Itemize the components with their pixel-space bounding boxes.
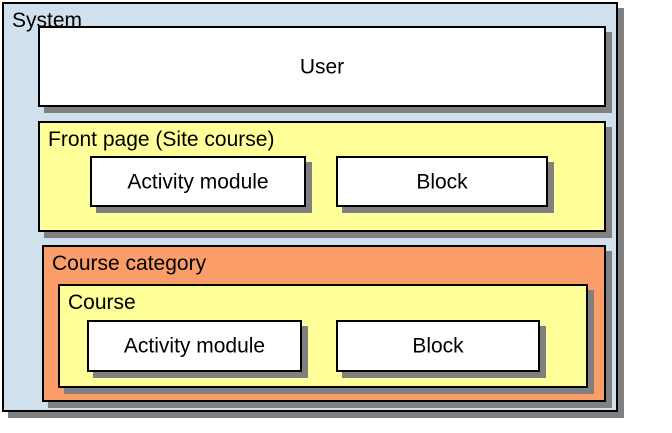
front-page-activity-module-label: Activity module: [127, 170, 269, 193]
system-label: System: [12, 9, 83, 32]
course-activity-module-label: Activity module: [123, 334, 266, 358]
user-label: User: [299, 55, 345, 78]
user-box: User: [38, 26, 606, 107]
front-page-label: Front page (Site course): [48, 128, 275, 151]
front-page-block-label: Block: [416, 170, 468, 193]
course-activity-module-box: Activity module: [87, 320, 302, 372]
course-block-label: Block: [412, 334, 464, 358]
course-label: Course: [68, 291, 136, 314]
front-page-block-box: Block: [336, 156, 548, 207]
course-category-label: Course category: [52, 252, 207, 275]
front-page-activity-module-box: Activity module: [90, 156, 306, 207]
course-block-box: Block: [336, 320, 540, 372]
